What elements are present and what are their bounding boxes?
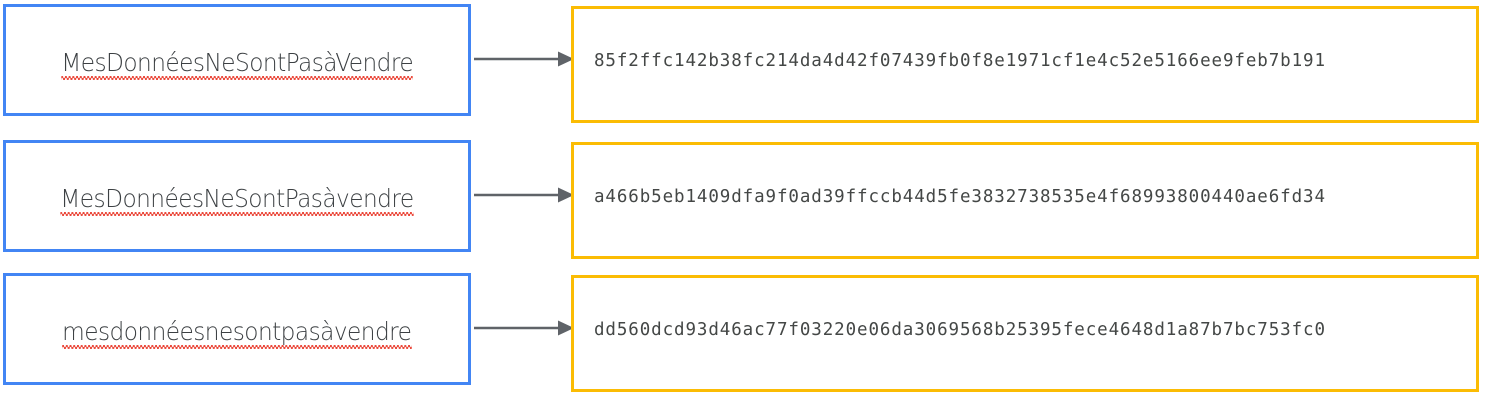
hash-output-box[interactable]: dd560dcd93d46ac77f03220e06da3069568b2539… xyxy=(571,275,1479,392)
input-text-value: MesDonnéesNeSontPasàvendre xyxy=(60,186,414,216)
input-text-box[interactable]: MesDonnéesNeSontPasàVendre xyxy=(3,4,471,116)
input-text-container: MesDonnéesNeSontPasàVendre xyxy=(6,43,468,87)
input-text-container: mesdonnéesnesontpasàvendre xyxy=(6,312,468,356)
input-text-box[interactable]: mesdonnéesnesontpasàvendre xyxy=(3,273,471,385)
input-text-container: MesDonnéesNeSontPasàvendre xyxy=(6,179,468,223)
hash-value: a466b5eb1409dfa9f0ad39ffccb44d5fe3832738… xyxy=(594,187,1326,207)
hash-output-box[interactable]: 85f2ffc142b38fc214da4d42f07439fb0f8e1971… xyxy=(571,6,1479,123)
arrow-right-icon xyxy=(474,315,574,341)
arrow-right-icon xyxy=(474,182,574,208)
hash-value: dd560dcd93d46ac77f03220e06da3069568b2539… xyxy=(594,320,1326,340)
input-text-box[interactable]: MesDonnéesNeSontPasàvendre xyxy=(3,140,471,252)
input-text-value: MesDonnéesNeSontPasàVendre xyxy=(61,50,413,80)
hash-output-box[interactable]: a466b5eb1409dfa9f0ad39ffccb44d5fe3832738… xyxy=(571,142,1479,259)
hash-value: 85f2ffc142b38fc214da4d42f07439fb0f8e1971… xyxy=(594,51,1326,71)
arrow-right-icon xyxy=(474,46,574,72)
input-text-value: mesdonnéesnesontpasàvendre xyxy=(62,319,412,349)
